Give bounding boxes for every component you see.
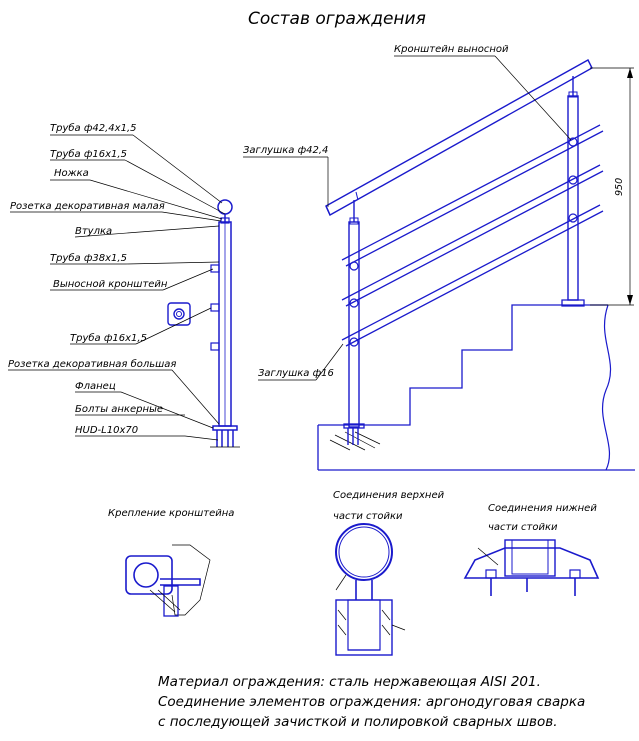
detail-bracket-mount: Крепление кронштейна [108, 508, 234, 617]
rail-1 [341, 124, 604, 267]
rail-3 [341, 204, 604, 347]
stair-elevation [317, 59, 635, 471]
post-upper [567, 95, 579, 301]
label-bracket-side: Выносной кронштейн [53, 279, 168, 290]
detail-bottom-joint-line1: Соединения нижней [488, 503, 597, 514]
label-pipe-16-bottom: Труба ф16х1,5 [70, 332, 147, 344]
label-pipe-16-top: Труба ф16х1,5 [50, 148, 127, 160]
side-handrail-ball [217, 199, 233, 215]
side-bracket-block [167, 302, 191, 326]
drawing-title: Состав ограждения [248, 9, 426, 29]
note-material: Материал ограждения: сталь нержавеющая A… [158, 674, 541, 690]
label-cap-16: Заглушка ф16 [258, 368, 334, 379]
handrail-42 [325, 59, 593, 216]
label-rosette-large: Розетка декоративная большая [8, 358, 176, 370]
label-bracket-remote: Кронштейн выносной [394, 44, 509, 55]
label-pipe-38: Труба ф38х1,5 [50, 252, 127, 264]
label-cap-42: Заглушка ф42,4 [243, 145, 328, 156]
height-dimension: 950 [614, 178, 625, 196]
label-leg: Ножка [54, 168, 89, 179]
detail-bottom-joint: Соединения нижней части стойки [463, 503, 600, 596]
label-bolts-line1: Болты анкерные [75, 404, 163, 415]
post-lower [348, 221, 360, 428]
stair-profile [318, 304, 608, 426]
detail-top-joint-line2: части стойки [333, 511, 403, 522]
label-pipe-42: Труба ф42,4х1,5 [50, 122, 136, 134]
note-finishing: с последующей зачисткой и полировкой сва… [158, 714, 558, 730]
label-sleeve: Втулка [75, 226, 112, 237]
side-view-leaders [8, 134, 226, 441]
label-flange: Фланец [75, 381, 116, 392]
detail-top-joint-line1: Соединения верхней [333, 490, 445, 501]
label-bolts-line2: HUD-L10х70 [75, 425, 138, 436]
detail-bottom-joint-line2: части стойки [488, 522, 558, 533]
side-flange [212, 425, 238, 431]
detail-top-joint: Соединения верхней части стойки [333, 490, 445, 656]
note-joining: Соединение элементов ограждения: аргонод… [158, 694, 585, 710]
side-view [167, 199, 240, 448]
rail-2 [341, 164, 604, 307]
detail-bracket-mount-title: Крепление кронштейна [108, 508, 234, 519]
label-rosette-small: Розетка декоративная малая [10, 201, 165, 212]
